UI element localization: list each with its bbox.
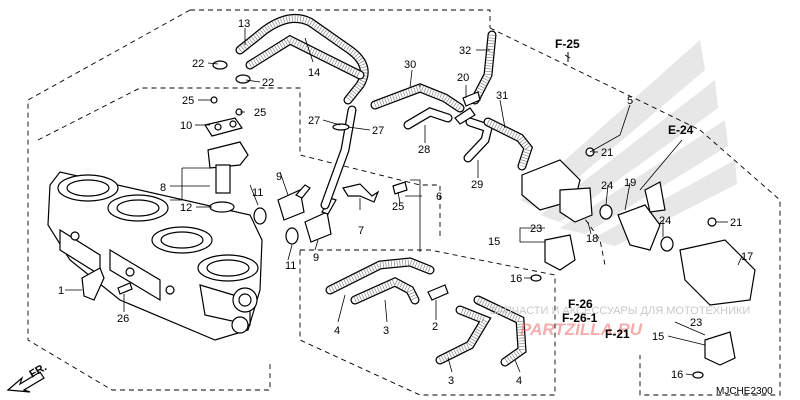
callout-numbers: 1 2 3 3 4 4 5 6 7 8 9 9 10 11 11 12 13 1…	[58, 18, 753, 387]
clamp-7	[342, 183, 380, 203]
callout-13[interactable]: 13	[238, 18, 250, 30]
callout-6[interactable]: 6	[436, 191, 442, 203]
callout-11[interactable]: 11	[285, 260, 296, 272]
callout-18[interactable]: 18	[586, 233, 598, 245]
callout-32[interactable]: 32	[459, 45, 471, 57]
hoses-upper	[370, 30, 534, 171]
hoses-lower	[325, 257, 527, 367]
ref-f261[interactable]: F-26-1	[562, 311, 598, 325]
callout-28[interactable]: 28	[418, 144, 430, 156]
callout-31[interactable]: 31	[496, 90, 508, 102]
callout-19[interactable]: 19	[624, 177, 636, 189]
callout-29[interactable]: 29	[471, 179, 483, 191]
callout-25[interactable]: 25	[182, 95, 194, 107]
callout-9[interactable]: 9	[313, 252, 319, 264]
throttle-body	[47, 171, 263, 341]
ref-f26[interactable]: F-26	[568, 297, 593, 311]
callout-15[interactable]: 15	[488, 236, 500, 248]
callout-27[interactable]: 27	[372, 125, 384, 137]
callout-1[interactable]: 1	[58, 285, 64, 297]
callout-23[interactable]: 23	[530, 223, 542, 235]
hose-13-14	[212, 13, 369, 210]
ref-f21[interactable]: F-21	[605, 327, 630, 341]
callout-3[interactable]: 3	[383, 325, 389, 337]
callout-17[interactable]: 17	[741, 251, 753, 263]
ref-f25[interactable]: F-25	[555, 37, 580, 51]
bolt-26	[117, 282, 133, 295]
watermark-caption: ЗАПЧАСТИ И АКСЕССУАРЫ ДЛЯ МОТОТЕХНИКИ	[490, 305, 750, 317]
callout-30[interactable]: 30	[404, 59, 416, 71]
callout-25[interactable]: 25	[254, 107, 266, 119]
callout-7[interactable]: 7	[358, 225, 364, 237]
callout-22[interactable]: 22	[262, 77, 274, 89]
ref-e24[interactable]: E-24	[668, 123, 694, 137]
callout-26[interactable]: 26	[117, 313, 129, 325]
diagram-code: MJCHE2300	[716, 386, 773, 397]
callout-4[interactable]: 4	[516, 375, 522, 387]
callout-24[interactable]: 24	[601, 180, 613, 192]
callout-11[interactable]: 11	[252, 187, 263, 199]
callout-24[interactable]: 24	[659, 215, 671, 227]
leader-lines	[65, 28, 743, 376]
joints	[253, 184, 337, 245]
callout-16[interactable]: 16	[671, 369, 683, 381]
callout-23[interactable]: 23	[690, 317, 702, 329]
callout-27[interactable]: 27	[308, 115, 320, 127]
callout-12[interactable]: 12	[180, 202, 192, 214]
callout-3[interactable]: 3	[448, 375, 454, 387]
callout-15[interactable]: 15	[652, 331, 664, 343]
callout-21[interactable]: 21	[730, 217, 742, 229]
callout-20[interactable]: 20	[457, 72, 469, 84]
callout-21[interactable]: 21	[601, 147, 613, 159]
callout-22[interactable]: 22	[192, 58, 204, 70]
callout-10[interactable]: 10	[180, 120, 192, 132]
callout-16[interactable]: 16	[510, 273, 522, 285]
bracket-part	[81, 267, 105, 301]
callout-25[interactable]: 25	[392, 201, 404, 213]
fuel-rail	[521, 147, 756, 379]
watermark-logo: PARTZILLA.RU	[520, 320, 643, 339]
sensor-assembly	[204, 96, 249, 213]
bolt-25	[392, 181, 408, 195]
callout-4[interactable]: 4	[334, 325, 340, 337]
callout-5[interactable]: 5	[627, 95, 633, 107]
callout-9[interactable]: 9	[276, 171, 282, 183]
callout-14[interactable]: 14	[308, 67, 320, 79]
callout-8[interactable]: 8	[160, 182, 166, 194]
direction-arrow	[6, 371, 45, 393]
assembly-frames	[27, 9, 781, 396]
callout-2[interactable]: 2	[432, 321, 438, 333]
direction-label: FR.	[28, 361, 49, 380]
